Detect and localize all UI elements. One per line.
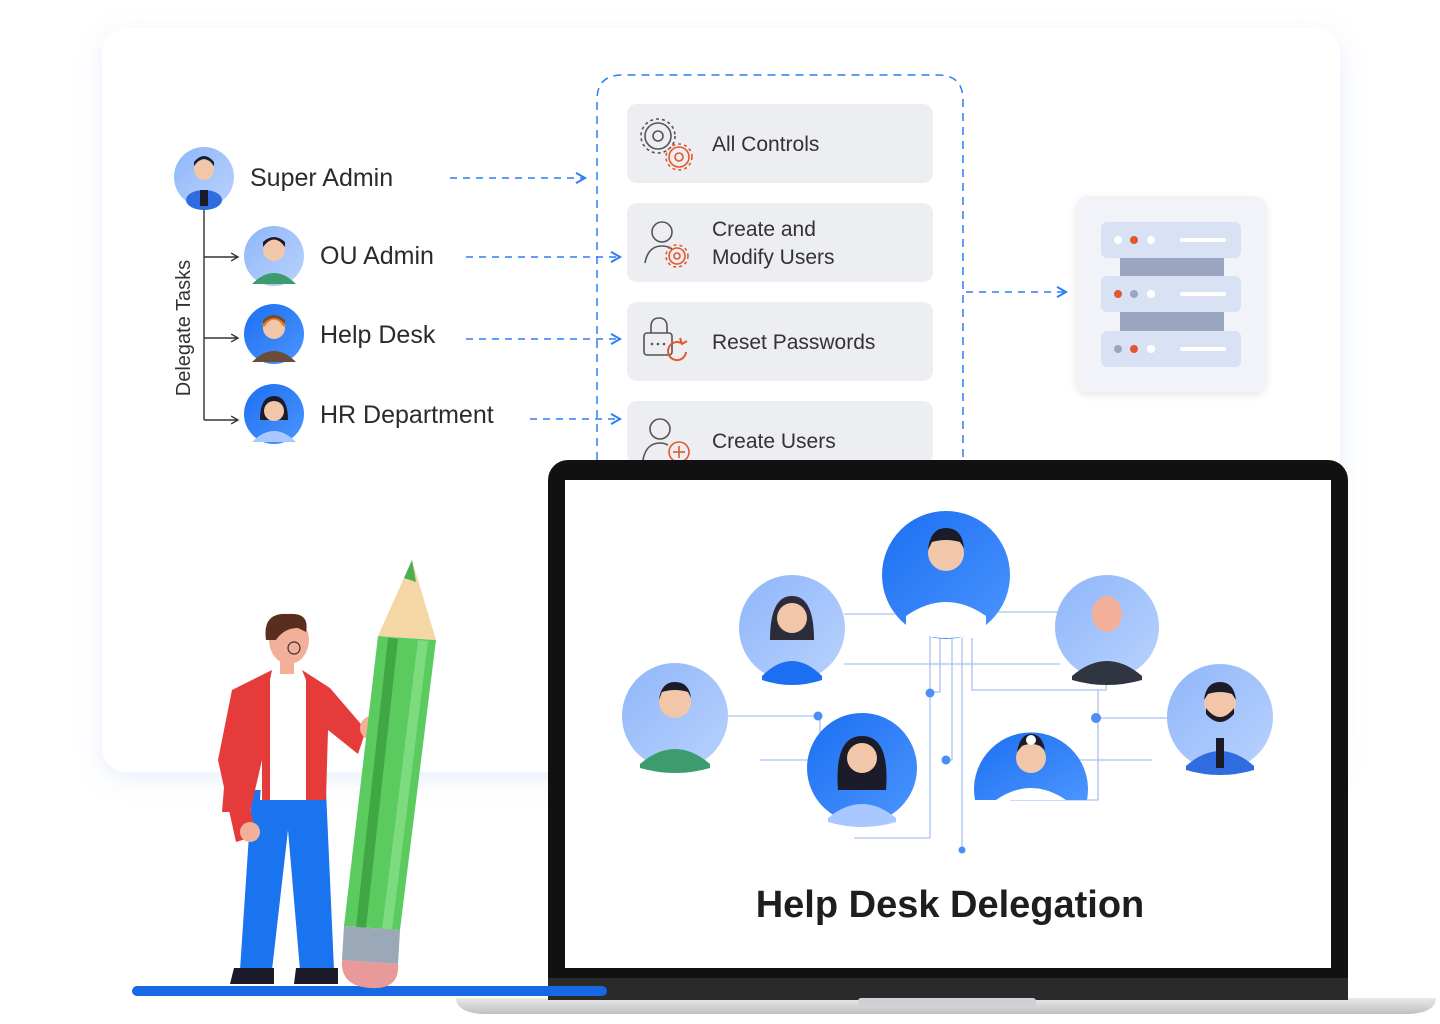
permission-label: All Controls xyxy=(712,133,819,156)
person-avatar xyxy=(807,713,917,827)
permissions-group-outline xyxy=(596,74,964,460)
user-plus-icon xyxy=(642,418,690,463)
delegation-tree xyxy=(203,205,240,425)
server-stack-icon xyxy=(1076,196,1266,392)
gears-icon xyxy=(640,118,693,171)
permission-label: Modify Users xyxy=(712,246,835,269)
super-admin-avatar xyxy=(174,147,234,210)
person-avatar xyxy=(622,663,728,773)
user-gear-icon xyxy=(644,221,689,268)
person-avatar xyxy=(882,511,1010,639)
delegate-tasks-label: Delegate Tasks xyxy=(173,260,195,396)
role-label-hr-department: HR Department xyxy=(320,401,494,429)
permission-card-create-modify-users: Create and Modify Users xyxy=(627,203,933,282)
person-avatar xyxy=(739,575,845,685)
permission-card-all-controls: All Controls xyxy=(627,104,933,183)
role-label-help-desk: Help Desk xyxy=(320,321,436,349)
ground-line xyxy=(132,986,607,996)
role-label-ou-admin: OU Admin xyxy=(320,242,434,270)
permission-label: Create and xyxy=(712,218,816,241)
ou-admin-avatar xyxy=(244,226,304,286)
permission-card-reset-passwords: Reset Passwords xyxy=(627,302,933,381)
laptop-caption: Help Desk Delegation xyxy=(756,884,1145,926)
pencil-icon xyxy=(341,560,436,989)
person-avatar xyxy=(1167,664,1273,775)
hr-department-avatar xyxy=(244,384,304,444)
person-avatar xyxy=(974,732,1088,800)
permission-card-create-users: Create Users xyxy=(627,401,933,463)
role-label-super-admin: Super Admin xyxy=(250,164,393,192)
person-with-pencil xyxy=(218,613,384,984)
permission-label: Reset Passwords xyxy=(712,331,875,354)
role-permission-arrows xyxy=(450,171,1069,426)
help-desk-avatar xyxy=(244,304,304,364)
permission-label: Create Users xyxy=(712,430,836,453)
person-avatar xyxy=(1055,575,1159,685)
network-nodes xyxy=(813,688,1101,854)
lock-refresh-icon xyxy=(643,317,688,362)
